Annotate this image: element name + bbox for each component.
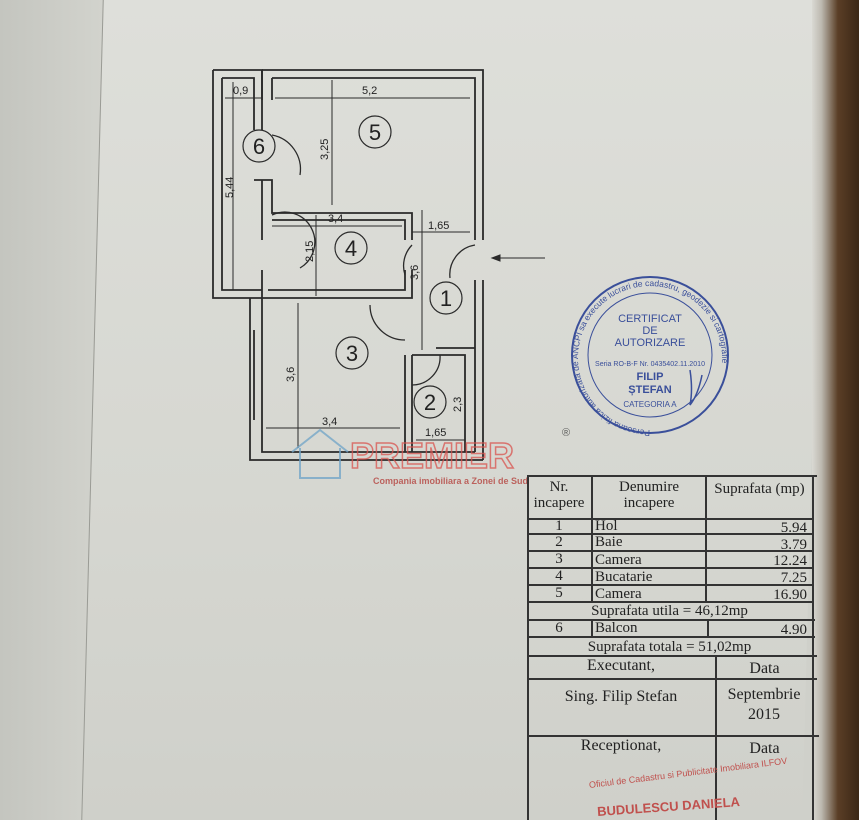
- stamp-line3: AUTORIZARE: [615, 337, 686, 349]
- door-bath: [411, 354, 441, 386]
- table-rule: [591, 475, 593, 601]
- table-rule: [527, 584, 813, 586]
- room-4-label: 4: [345, 236, 357, 261]
- room-markers: [242, 115, 463, 419]
- dim-balcony-width: 0,9: [233, 85, 248, 97]
- doors: [271, 134, 476, 386]
- row-nr: 5: [555, 585, 563, 601]
- receptionat-label: Receptionat,: [580, 737, 662, 754]
- dim-room4-width: 3,4: [328, 213, 343, 225]
- table-rule: [527, 636, 815, 638]
- dimension-lines: [225, 80, 545, 448]
- dim-room5-width: 5,2: [362, 85, 377, 97]
- office-stamp-name: BUDULESCU DANIELA: [596, 794, 741, 819]
- dim-hall-length: 3,6: [409, 265, 421, 280]
- row-nr: 1: [555, 518, 563, 534]
- signature-mark: [689, 369, 703, 406]
- dim-bath-depth: 2,3: [452, 397, 464, 412]
- row-name: Baie: [595, 534, 623, 550]
- arrow-icon: [490, 254, 501, 262]
- table-rule: [591, 619, 593, 636]
- stamp-name1: FILIP: [637, 371, 664, 383]
- room-3-label: 3: [346, 341, 358, 366]
- table-rule: [527, 619, 815, 621]
- stamp-line2: DE: [642, 325, 657, 337]
- room-6-label: 6: [253, 134, 265, 159]
- total-area: Suprafata totala = 51,02mp: [587, 639, 752, 655]
- authorization-stamp: Persoana fizica autorizata de ANCPI sa e…: [570, 276, 730, 438]
- table-rule: [527, 567, 813, 569]
- header-name: Denumire incapere: [619, 479, 679, 511]
- premier-watermark: PREMIER ® Compania imobiliara a Zonei de…: [291, 427, 570, 486]
- table-rule: [527, 550, 813, 552]
- table-rule: [527, 678, 817, 680]
- watermark-brand: PREMIER: [350, 435, 514, 476]
- watermark-tagline: Compania imobiliara a Zonei de Sud: [373, 476, 528, 486]
- door-entrance: [449, 244, 476, 279]
- executant-label: Executant,: [587, 657, 655, 674]
- row-nr: 3: [555, 551, 563, 567]
- row-area: 12.24: [773, 553, 807, 569]
- table-rule: [527, 475, 817, 477]
- stamp-category: CATEGORIA A: [623, 400, 677, 409]
- room-numbers: 1 2 3 4 5 6: [253, 120, 452, 415]
- row-name: Bucatarie: [595, 569, 653, 585]
- row-name: Camera: [595, 552, 642, 568]
- row-name: Hol: [595, 518, 618, 534]
- dim-room3-width: 3,4: [322, 416, 337, 428]
- door-balcony: [271, 134, 302, 176]
- room-5-label: 5: [369, 120, 381, 145]
- executant-date: Septembrie 2015: [727, 686, 801, 723]
- row-nr: 6: [555, 620, 563, 636]
- table-rule: [705, 475, 707, 601]
- table-rule: [812, 475, 814, 820]
- table-rule: [707, 619, 709, 636]
- table-rule: [527, 518, 813, 520]
- row-area: 7.25: [780, 570, 807, 586]
- dim-balcony-length: 5,44: [224, 177, 236, 198]
- dimension-labels: 0,9 5,2 3,25 5,44 3,4 2,15 1,65 3,6 3,6 …: [224, 85, 464, 439]
- row-area: 5.94: [780, 520, 807, 536]
- walls: [212, 69, 484, 461]
- stamp-serial: Seria RO-B-F Nr. 0435402.11.2010: [595, 361, 705, 368]
- row-area: 3.79: [780, 537, 807, 553]
- row-name: Balcon: [595, 620, 638, 636]
- row-name: Camera: [595, 586, 642, 602]
- date-label-2: Data: [749, 740, 780, 757]
- door-room3: [369, 304, 406, 341]
- registered-mark: ®: [562, 427, 570, 439]
- door-kitchen: [402, 244, 413, 276]
- row-area: 16.90: [773, 587, 807, 603]
- room-2-label: 2: [424, 390, 436, 415]
- table-rule: [715, 655, 717, 820]
- room-1-label: 1: [440, 286, 452, 311]
- row-nr: 2: [555, 534, 563, 550]
- header-area: Suprafata (mp): [714, 481, 805, 497]
- room-area-table: Nr. incapere Denumire incapere Suprafata…: [527, 475, 819, 820]
- header-nr: Nr. incapere: [533, 479, 585, 511]
- row-nr: 4: [555, 568, 563, 584]
- table-rule: [527, 655, 817, 657]
- office-stamp-text: Oficiul de Cadastru si Publicitate Imobi…: [588, 755, 788, 790]
- row-area: 4.90: [780, 622, 807, 638]
- executant-name: Sing. Filip Stefan: [564, 688, 678, 705]
- useful-area: Suprafata utila = 46,12mp: [591, 603, 748, 619]
- house-logo-icon: [291, 428, 349, 479]
- table-rule: [527, 601, 813, 603]
- page-edge-right: [812, 0, 859, 820]
- door-balcony-lower: [271, 211, 316, 269]
- dim-room5-depth: 3,25: [319, 139, 331, 160]
- date-label: Data: [749, 660, 780, 677]
- stamp-line1: CERTIFICAT: [618, 313, 682, 325]
- table-rule: [527, 735, 819, 737]
- dim-room4-depth: 2,15: [304, 241, 316, 262]
- dim-bath-width: 1,65: [425, 427, 446, 439]
- stamp-name2: ȘTEFAN: [628, 384, 671, 396]
- dim-hall-width: 1,65: [428, 220, 449, 232]
- dim-room3-depth: 3,6: [285, 367, 297, 382]
- table-rule: [527, 533, 813, 535]
- table-rule: [527, 475, 529, 820]
